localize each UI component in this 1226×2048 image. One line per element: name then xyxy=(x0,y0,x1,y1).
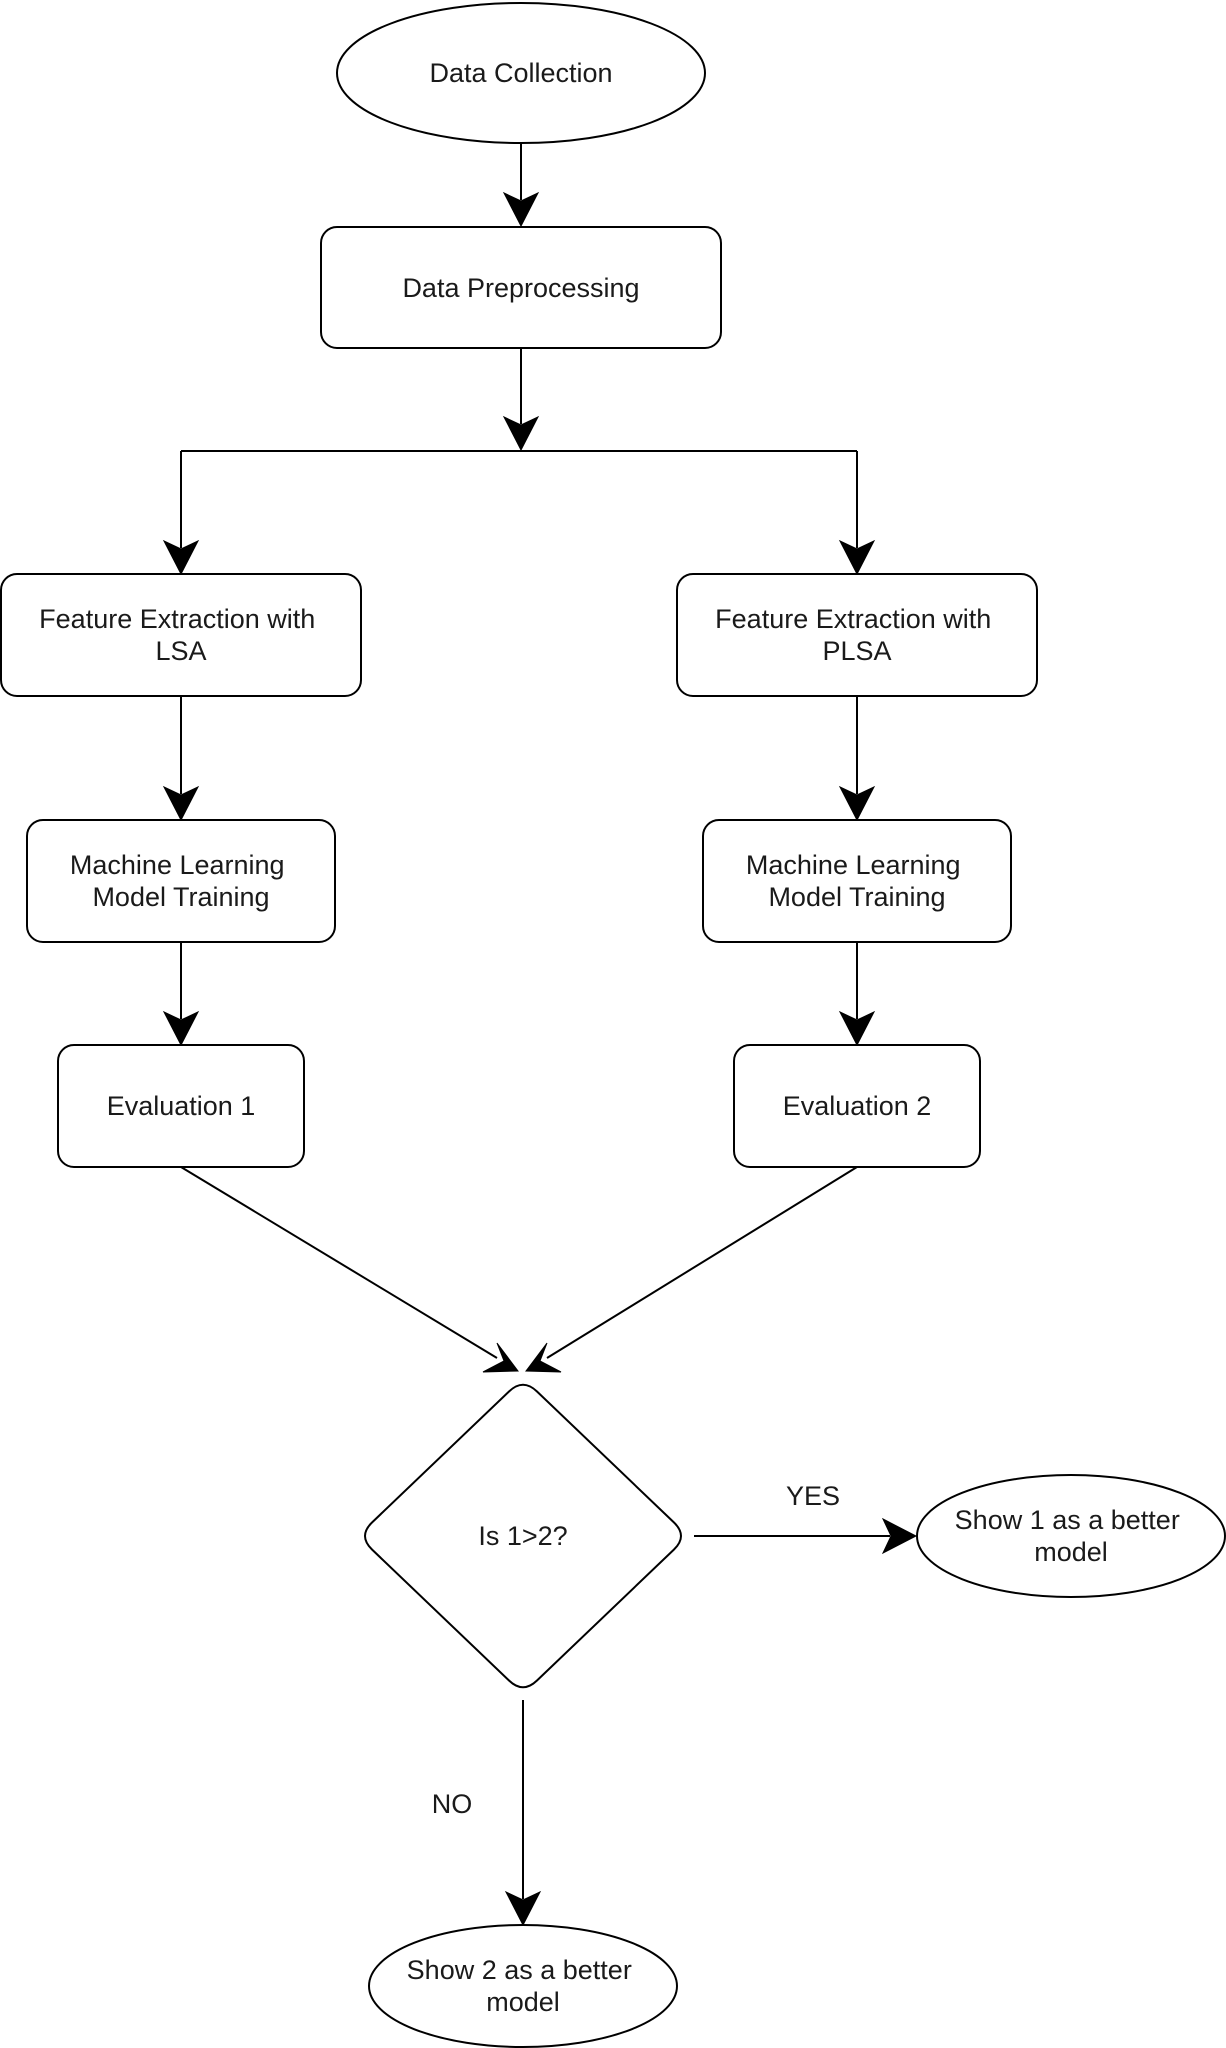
arrowhead-training-left xyxy=(162,785,200,822)
show-2-better-label: Show 2 as a better model xyxy=(407,1955,640,2017)
connector-split-to-plsa xyxy=(838,451,876,576)
connector-evaluation-1-to-decision xyxy=(180,1166,519,1373)
node-model-training-left: Machine Learning Model Training xyxy=(26,819,336,943)
connector-plsa-to-training xyxy=(838,696,876,822)
show-2-better-line-1: Show 2 as a better xyxy=(407,1955,632,1985)
model-training-left-label: Machine Learning Model Training xyxy=(70,850,292,912)
connector-evaluation-2-to-decision-line xyxy=(546,1166,858,1359)
yes-label: YES xyxy=(786,1481,840,1511)
node-feature-extraction-plsa: Feature Extraction with PLSA xyxy=(676,573,1038,697)
connector-split-to-lsa xyxy=(162,451,200,576)
show-1-better-label: Show 1 as a better model xyxy=(955,1505,1188,1567)
feature-extraction-plsa-box xyxy=(676,573,1038,697)
node-show-2-better: Show 2 as a better model xyxy=(368,1924,678,2048)
node-data-preprocessing: Data Preprocessing xyxy=(320,226,722,349)
data-collection-label: Data Collection xyxy=(429,58,612,88)
node-decision: Is 1>2? xyxy=(364,1383,682,1689)
connector-training-to-evaluation-1 xyxy=(162,942,200,1047)
model-training-left-box xyxy=(26,819,336,943)
decision-diamond xyxy=(364,1383,682,1689)
decision-label: Is 1>2? xyxy=(478,1521,567,1551)
arrowhead-feature-plsa xyxy=(838,539,876,576)
model-training-left-line-2: Model Training xyxy=(92,882,269,912)
feature-extraction-plsa-line-2: PLSA xyxy=(822,636,891,666)
arrowhead-split xyxy=(502,415,540,452)
arrowhead-show-1 xyxy=(881,1517,918,1555)
no-label: NO xyxy=(432,1789,473,1819)
arrowhead-decision-left xyxy=(482,1342,519,1373)
evaluation-1-label: Evaluation 1 xyxy=(107,1091,256,1121)
connector-evaluation-2-to-decision xyxy=(525,1166,858,1373)
arrowhead-decision-right xyxy=(525,1342,562,1373)
model-training-right-label: Machine Learning Model Training xyxy=(746,850,968,912)
arrowhead-training-right xyxy=(838,785,876,822)
connector-decision-yes: YES xyxy=(694,1481,918,1555)
feature-extraction-lsa-box xyxy=(0,573,362,697)
feature-extraction-plsa-label: Feature Extraction with PLSA xyxy=(715,604,999,666)
feature-extraction-lsa-label: Feature Extraction with LSA xyxy=(39,604,323,666)
connector-evaluation-1-to-decision-line xyxy=(180,1166,498,1359)
data-preprocessing-label: Data Preprocessing xyxy=(402,273,639,303)
show-2-better-ellipse xyxy=(368,1924,678,2048)
node-feature-extraction-lsa: Feature Extraction with LSA xyxy=(0,573,362,697)
arrowhead-preprocessing xyxy=(502,191,540,228)
arrowhead-show-2 xyxy=(504,1890,542,1927)
connector-training-to-evaluation-2 xyxy=(838,942,876,1047)
node-evaluation-1: Evaluation 1 xyxy=(57,1044,305,1168)
node-evaluation-2: Evaluation 2 xyxy=(733,1044,981,1168)
arrowhead-evaluation-2 xyxy=(838,1010,876,1047)
show-2-better-line-2: model xyxy=(486,1987,560,2017)
model-training-left-line-1: Machine Learning xyxy=(70,850,285,880)
node-show-1-better: Show 1 as a better model xyxy=(916,1474,1226,1598)
show-1-better-line-2: model xyxy=(1034,1537,1108,1567)
evaluation-2-label: Evaluation 2 xyxy=(783,1091,932,1121)
show-1-better-ellipse xyxy=(916,1474,1226,1598)
show-1-better-line-1: Show 1 as a better xyxy=(955,1505,1180,1535)
feature-extraction-lsa-line-1: Feature Extraction with xyxy=(39,604,315,634)
arrowhead-feature-lsa xyxy=(162,539,200,576)
connector-decision-no: NO xyxy=(432,1700,542,1927)
feature-extraction-plsa-line-1: Feature Extraction with xyxy=(715,604,991,634)
feature-extraction-lsa-line-2: LSA xyxy=(155,636,206,666)
connector-lsa-to-training xyxy=(162,696,200,822)
connector-preprocessing-to-split xyxy=(502,348,540,452)
model-training-right-line-1: Machine Learning xyxy=(746,850,961,880)
node-model-training-right: Machine Learning Model Training xyxy=(702,819,1012,943)
model-training-right-box xyxy=(702,819,1012,943)
node-data-collection: Data Collection xyxy=(336,2,706,144)
connector-collection-to-preprocessing xyxy=(502,143,540,228)
arrowhead-evaluation-1 xyxy=(162,1010,200,1047)
model-training-right-line-2: Model Training xyxy=(768,882,945,912)
